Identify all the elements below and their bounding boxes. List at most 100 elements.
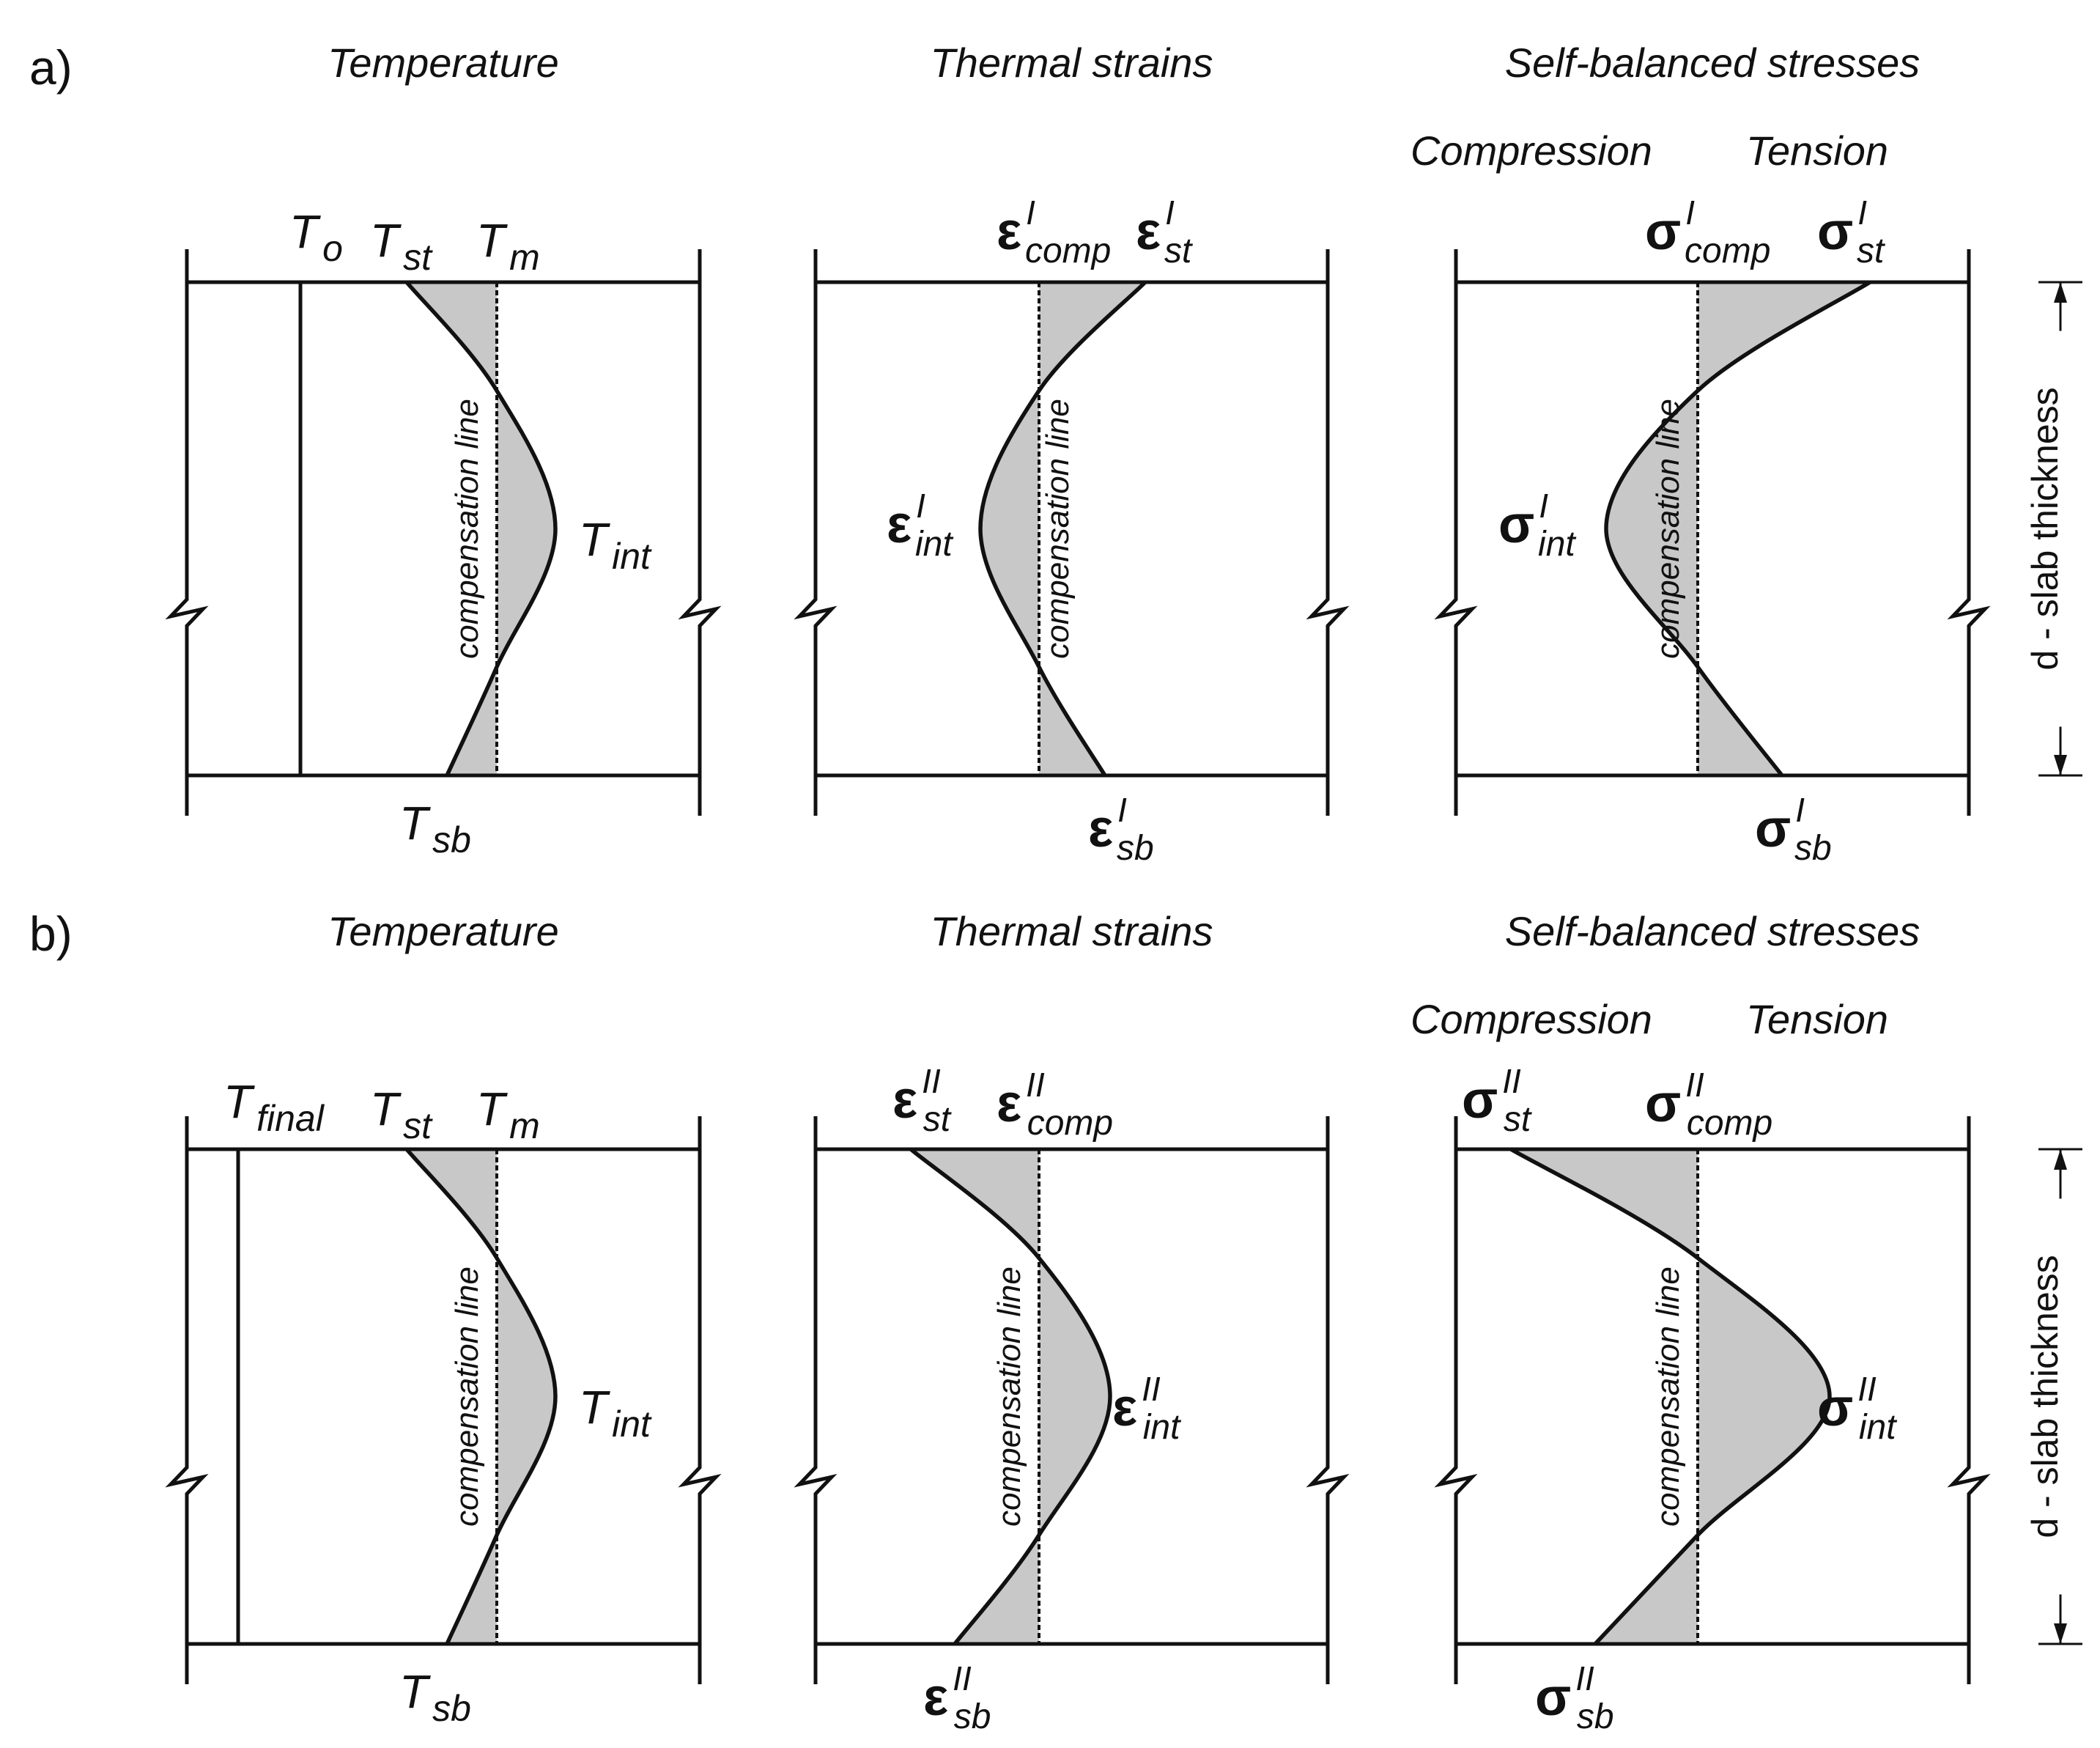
slab-thickness-dimension: d - slab thickness — [2025, 281, 2082, 777]
panel-title: Self-balanced stresses — [1505, 40, 1920, 86]
symbol-base: T — [289, 205, 321, 258]
symbol-subscript: int — [612, 1404, 652, 1445]
symbol-subscript: st — [403, 237, 433, 278]
symbol-subscript: st — [1857, 232, 1885, 270]
symbol-subscript: sb — [1117, 829, 1154, 868]
symbol-superscript: II — [953, 1659, 972, 1697]
symbol-base: σ — [1645, 1074, 1681, 1133]
symbol-base: ε — [997, 1074, 1021, 1133]
symbol-base: σ — [1817, 202, 1853, 261]
shaded-region — [980, 282, 1145, 775]
symbol-subscript: st — [1164, 232, 1193, 270]
symbol-subscript: st — [923, 1100, 952, 1139]
shaded-region — [407, 282, 555, 775]
symbol-base: T — [399, 797, 431, 849]
left-side-line — [794, 1116, 838, 1684]
symbol-base: T — [399, 1665, 431, 1718]
symbol-subscript: int — [1538, 525, 1576, 564]
symbol-base: T — [579, 513, 610, 566]
symbol-subscript: m — [509, 237, 540, 278]
right-side-line — [678, 249, 722, 816]
symbol-superscript: I — [916, 487, 925, 525]
row-tag: b) — [29, 907, 73, 961]
symbol-subscript: st — [403, 1105, 433, 1146]
symbol-base: ε — [1088, 800, 1113, 858]
symbol-base: ε — [887, 495, 912, 554]
symbol-base: σ — [1498, 495, 1534, 554]
symbol-superscript: II — [1142, 1370, 1161, 1408]
symbol-subscript: sb — [1794, 829, 1832, 868]
symbol-superscript: I — [1857, 193, 1867, 232]
shaded-region — [1511, 1149, 1830, 1644]
left-side-line — [165, 1116, 209, 1684]
symbol-subscript: comp — [1027, 1104, 1113, 1143]
symbol-superscript: I — [1165, 193, 1175, 232]
symbol-subscript: sb — [432, 819, 471, 860]
profile-curve — [404, 281, 558, 777]
symbol-superscript: II — [1857, 1370, 1877, 1408]
symbol-base: ε — [997, 202, 1021, 261]
symbol-base: ε — [1136, 202, 1161, 261]
profile-curve — [1604, 280, 1871, 777]
symbol-subscript: sb — [432, 1688, 471, 1729]
symbol-subscript: comp — [1685, 232, 1770, 270]
symbol-subscript: int — [1143, 1408, 1181, 1447]
symbol-superscript: I — [1026, 193, 1035, 232]
symbol-base: T — [370, 214, 402, 267]
symbol-superscript: II — [1575, 1659, 1594, 1697]
panel-title: Self-balanced stresses — [1505, 908, 1920, 954]
symbol-base: T — [579, 1381, 610, 1434]
compensation-line-label: compensation line — [1040, 399, 1076, 659]
symbol-subscript: final — [256, 1098, 325, 1139]
symbol-subscript: sb — [954, 1697, 991, 1736]
panel-title: Temperature — [328, 908, 558, 954]
right-side-line — [678, 1116, 722, 1684]
symbol-subscript: int — [1859, 1408, 1897, 1447]
slab-thickness-label: d - slab thickness — [2025, 387, 2066, 670]
right-side-line — [1306, 1116, 1350, 1684]
symbol-subscript: st — [1504, 1100, 1532, 1139]
left-side-line — [794, 249, 838, 816]
symbol-superscript: I — [1117, 791, 1127, 829]
row-tag: a) — [29, 40, 73, 95]
left-side-line — [1434, 1116, 1478, 1684]
symbol-base: ε — [892, 1071, 917, 1129]
shaded-region — [1606, 282, 1870, 775]
symbol-subscript: comp — [1025, 232, 1111, 270]
symbol-superscript: II — [1026, 1066, 1045, 1104]
symbol-base: σ — [1535, 1668, 1571, 1727]
slab-thickness-dimension: d - slab thickness — [2025, 1148, 2082, 1645]
symbol-subscript: sb — [1577, 1697, 1614, 1736]
symbol-superscript: II — [922, 1062, 941, 1100]
panel-title: Thermal strains — [931, 908, 1213, 954]
symbol-subscript: comp — [1687, 1104, 1772, 1143]
compensation-line-label: compensation line — [1650, 1266, 1686, 1527]
symbol-superscript: I — [1539, 487, 1548, 525]
compensation-line-label: compensation line — [449, 1266, 485, 1527]
symbol-base: σ — [1755, 800, 1791, 858]
symbol-superscript: I — [1685, 193, 1695, 232]
profile-curve — [909, 1147, 1112, 1645]
profile-curve — [978, 281, 1147, 777]
